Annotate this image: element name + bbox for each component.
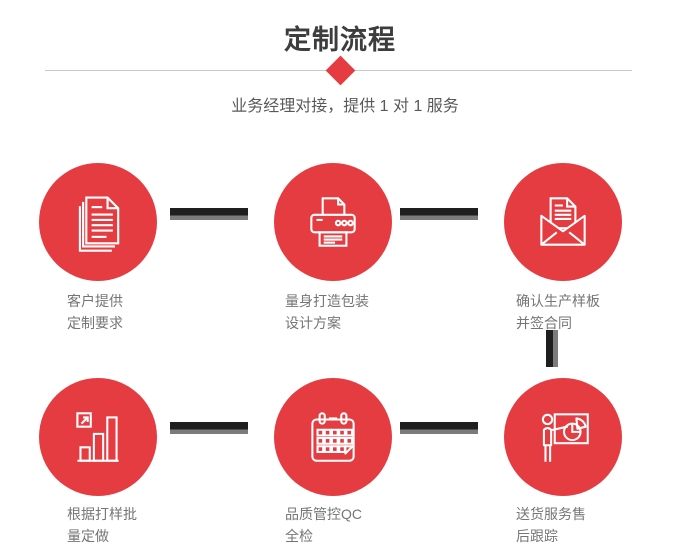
- documents-icon: [64, 188, 132, 256]
- connector-step5-step6: [400, 422, 478, 434]
- presentation-icon: [530, 404, 596, 470]
- connector-step4-step5: [170, 422, 248, 434]
- step-label-sample-contract: 确认生产样板并签合同: [516, 293, 600, 331]
- page-title: 定制流程: [284, 25, 396, 55]
- envelope-icon: [530, 189, 596, 255]
- step-circle-delivery-tracking: [504, 378, 622, 496]
- page-subtitle: 业务经理对接，提供 1 对 1 服务: [231, 98, 459, 115]
- step-circle-design-plan: [274, 163, 392, 281]
- calendar-icon: [300, 404, 366, 470]
- diamond-accent: [325, 55, 356, 86]
- printer-icon: [300, 189, 366, 255]
- step-label-delivery-tracking: 送货服务售后跟踪: [516, 506, 586, 544]
- step-label-design-plan: 量身打造包装设计方案: [285, 293, 369, 331]
- connector-step3-step6: [546, 330, 558, 367]
- connector-step2-step3: [400, 208, 478, 220]
- step-circle-batch-production: [39, 378, 157, 496]
- step-circle-sample-contract: [504, 163, 622, 281]
- step-circle-customer-requirements: [39, 163, 157, 281]
- connector-step1-step2: [170, 208, 248, 220]
- step-label-customer-requirements: 客户提供定制要求: [67, 293, 123, 331]
- step-label-batch-production: 根据打样批量定做: [67, 506, 137, 544]
- bar-chart-icon: [65, 404, 131, 470]
- step-circle-quality-control: [274, 378, 392, 496]
